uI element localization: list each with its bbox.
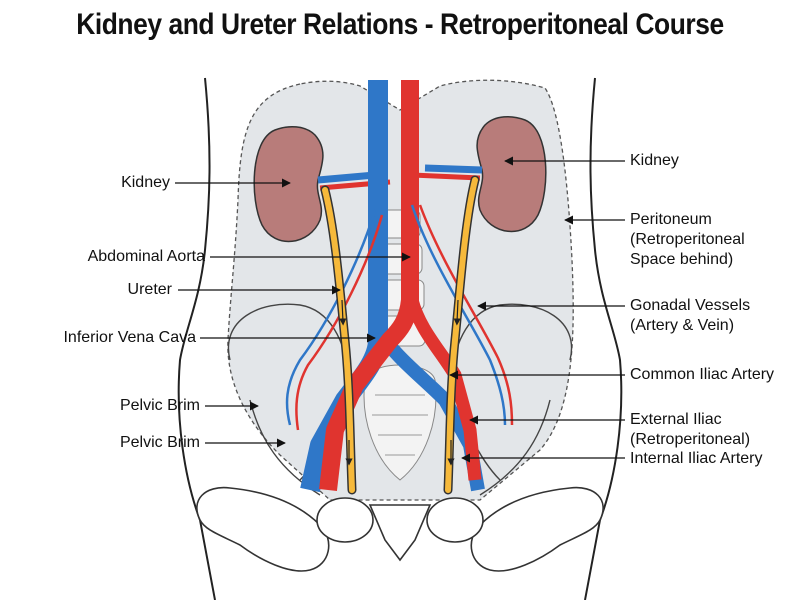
ureter-flow-arrows bbox=[339, 299, 461, 466]
label-peritoneum: Peritoneum (Retroperitoneal Space behind… bbox=[630, 210, 745, 270]
label-pelvic-brim-1: Pelvic Brim bbox=[119, 397, 200, 414]
label-gonadal-line1: Gonadal Vessels bbox=[630, 297, 751, 314]
label-external-iliac-line1: External Iliac bbox=[630, 411, 722, 428]
label-peritoneum-line2: (Retroperitoneal bbox=[630, 231, 745, 248]
hip-joints bbox=[196, 486, 604, 572]
label-kidney-left: Kidney bbox=[121, 174, 170, 191]
renal-vessels bbox=[317, 164, 483, 191]
label-external-iliac: External Iliac (Retroperitoneal) bbox=[630, 410, 750, 450]
body-outline-right bbox=[584, 77, 623, 600]
label-gonadal-vessels: Gonadal Vessels (Artery & Vein) bbox=[630, 296, 750, 336]
label-gonadal-line2: (Artery & Vein) bbox=[630, 317, 735, 334]
diagram-title: Kidney and Ureter Relations - Retroperit… bbox=[76, 8, 724, 41]
body-outline-left bbox=[177, 77, 216, 600]
kidney-right-shape bbox=[476, 115, 547, 232]
label-ureter: Ureter bbox=[127, 281, 172, 298]
leader-lines bbox=[175, 156, 625, 463]
label-peritoneum-line3: Space behind) bbox=[630, 251, 734, 268]
label-abdominal-aorta: Abdominal Aorta bbox=[87, 248, 205, 265]
label-common-iliac-artery: Common Iliac Artery bbox=[630, 366, 775, 383]
kidney-left-shape bbox=[253, 125, 324, 242]
label-external-iliac-line2: (Retroperitoneal) bbox=[630, 431, 751, 448]
label-inferior-vena-cava: Inferior Vena Cava bbox=[63, 329, 196, 346]
label-pelvic-brim-2: Pelvic Brim bbox=[119, 434, 200, 451]
label-internal-iliac-artery: Internal Iliac Artery bbox=[630, 450, 763, 467]
ureters bbox=[320, 175, 480, 495]
label-kidney-right: Kidney bbox=[630, 152, 679, 169]
gonadal-vessels bbox=[285, 204, 514, 431]
label-peritoneum-line1: Peritoneum bbox=[630, 211, 712, 228]
